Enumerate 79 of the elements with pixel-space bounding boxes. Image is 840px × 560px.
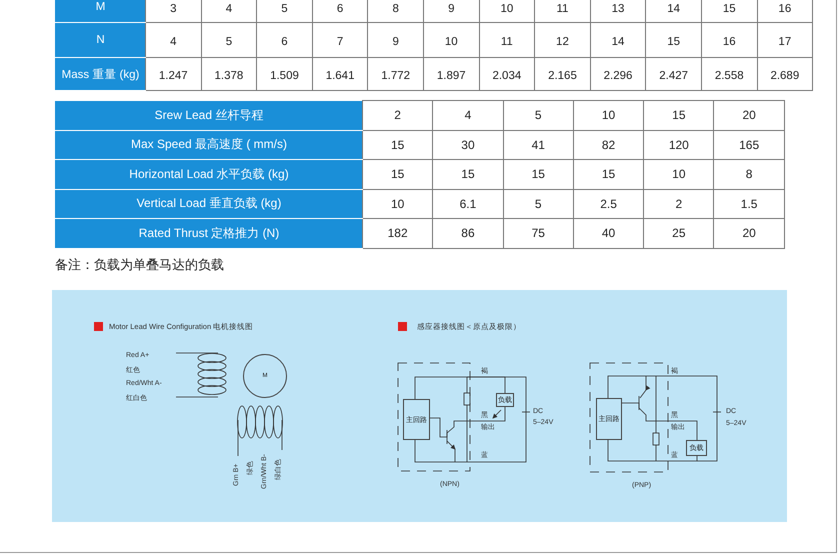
header-cell: N [56, 22, 146, 58]
table-cell: 20 [714, 100, 784, 130]
table-cell: 10 [573, 100, 644, 130]
table-cell: 8 [714, 160, 784, 189]
wire [622, 402, 698, 440]
table-cell: 14 [590, 22, 646, 58]
table-cell: 20 [714, 218, 784, 248]
table-cell: 4 [201, 0, 257, 22]
table-cell: 15 [701, 0, 758, 22]
table-cell: 6.1 [432, 189, 504, 218]
table-cell: 15 [646, 22, 702, 58]
header-cell: M [56, 0, 146, 22]
header-cell: Vertical Load 垂直负载 (kg) [56, 189, 362, 218]
table-cell: 2.689 [757, 58, 813, 90]
table-cell: 6 [312, 0, 368, 22]
table-cell: 2 [644, 189, 714, 218]
table-cell: 9 [368, 22, 424, 58]
table-cell: 9 [423, 0, 480, 22]
table-cell: 2 [362, 100, 433, 130]
table-cell: 2.165 [534, 58, 590, 90]
table-cell: 15 [432, 160, 504, 189]
table-cell: 16 [701, 22, 758, 58]
table-cell: 41 [503, 130, 574, 160]
table-cell: 2.558 [701, 58, 758, 90]
table-cell: 30 [432, 130, 504, 160]
table-cell: 16 [757, 0, 813, 22]
wire [608, 440, 698, 462]
header-cell: Horizontal Load 水平负载 (kg) [56, 160, 362, 189]
table-cell: 10 [644, 160, 714, 189]
table-cell: 182 [362, 218, 433, 248]
table-cell: 120 [644, 130, 714, 160]
note-text: 备注：负载为单叠马达的负载 [55, 256, 224, 274]
table-cell: 86 [432, 218, 504, 248]
table-cell: 1.897 [423, 58, 480, 90]
table-cell: 75 [503, 218, 574, 248]
table-cell: 13 [590, 0, 646, 22]
wire [414, 376, 506, 400]
table-cell: 2.5 [573, 189, 644, 218]
table-cell: 10 [479, 0, 535, 22]
table-cell: 2.296 [590, 58, 646, 90]
header-cell: Rated Thrust 定格推力 (N) [56, 218, 362, 248]
table-cell: 1.378 [201, 58, 257, 90]
table-cell: 5 [503, 189, 574, 218]
header-cell: Mass 重量 (kg) [56, 58, 146, 90]
table-cell: 17 [757, 22, 813, 58]
table-cell: 2.034 [479, 58, 535, 90]
table-cell: 82 [573, 130, 644, 160]
table-cell: 14 [646, 0, 702, 22]
table-cell: 1.772 [368, 58, 424, 90]
table-cell: 40 [573, 218, 644, 248]
table-cell: 7 [312, 22, 368, 58]
table-cell: 15 [362, 130, 433, 160]
table-cell: 165 [714, 130, 784, 160]
table-cell: 5 [503, 100, 574, 130]
table-cell: 15 [362, 160, 433, 189]
table-cell: 11 [534, 0, 590, 22]
wire [430, 406, 506, 438]
table-cell: 5 [201, 22, 257, 58]
table-cell: 12 [534, 22, 590, 58]
table-cell: 1.5 [714, 189, 784, 218]
table-cell: 3 [146, 0, 202, 22]
table-cell: 1.509 [256, 58, 312, 90]
table-cell: 1.247 [146, 58, 202, 90]
table-cell: 15 [573, 160, 644, 189]
header-cell: Srew Lead 丝杆导程 [56, 100, 362, 130]
table-cell: 2.427 [646, 58, 702, 90]
table-cell: 11 [479, 22, 535, 58]
table-cell: 10 [362, 189, 433, 218]
table-cell: 5 [256, 0, 312, 22]
table-cell: 10 [423, 22, 480, 58]
header-cell: Max Speed 最高速度 ( mm/s) [56, 130, 362, 160]
table-cell: 15 [644, 100, 714, 130]
table-cell: 8 [368, 0, 424, 22]
table-cell: 6 [256, 22, 312, 58]
table-cell: 4 [432, 100, 504, 130]
table-cell: 25 [644, 218, 714, 248]
table-cell: 4 [146, 22, 202, 58]
table-cell: 15 [503, 160, 574, 189]
table-cell: 1.641 [312, 58, 368, 90]
